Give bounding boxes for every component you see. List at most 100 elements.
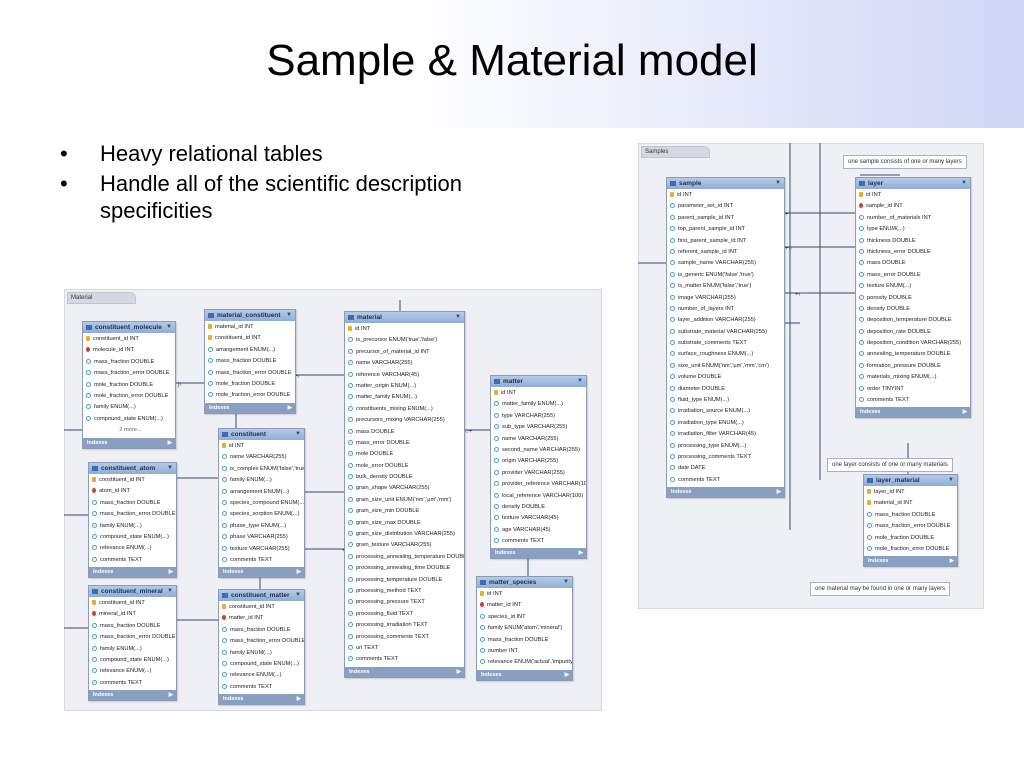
column-icon: [867, 545, 872, 551]
expand-arrow-icon[interactable]: ▶: [168, 692, 173, 699]
indexes-footer[interactable]: Indexes▶: [89, 690, 176, 701]
expand-arrow-icon[interactable]: ▶: [776, 489, 781, 496]
cardinality-mark: +○: [785, 246, 793, 252]
table-column-row: mass_fraction_error DOUBLE: [83, 368, 175, 379]
table-header[interactable]: matter_species▼: [477, 577, 572, 588]
table-header[interactable]: layer_material▼: [864, 475, 957, 486]
column-icon: [859, 317, 864, 323]
table-header[interactable]: constituent▼: [219, 429, 304, 440]
cardinality-mark: ○+: [465, 429, 473, 435]
collapse-arrow-icon[interactable]: ▼: [167, 588, 173, 594]
collapse-arrow-icon[interactable]: ▼: [563, 579, 569, 585]
expand-arrow-icon[interactable]: ▶: [578, 550, 583, 557]
indexes-footer[interactable]: Indexes▶: [205, 402, 295, 413]
table-header[interactable]: constituent_mineral▼: [89, 586, 176, 597]
indexes-footer[interactable]: Indexes▶: [219, 694, 304, 705]
collapse-arrow-icon[interactable]: ▼: [775, 180, 781, 186]
table-column-row: mass_fraction DOUBLE: [83, 357, 175, 368]
indexes-footer[interactable]: Indexes▶: [345, 666, 464, 677]
collapse-arrow-icon[interactable]: ▼: [455, 314, 461, 320]
column-icon: [859, 260, 864, 266]
column-icon: [494, 515, 499, 521]
expand-arrow-icon[interactable]: ▶: [168, 569, 173, 576]
table-column-row: top_parent_sample_id INT: [667, 224, 784, 235]
collapse-arrow-icon[interactable]: ▼: [577, 378, 583, 384]
expand-arrow-icon[interactable]: ▶: [287, 404, 292, 411]
table-name: constituent_atom: [101, 465, 156, 472]
table-column-row: layer_addition VARCHAR(255): [667, 315, 784, 326]
table-column-row: processing_comments TEXT: [345, 632, 464, 643]
table-column-row: mass_fraction DOUBLE: [89, 621, 176, 632]
table-header[interactable]: matter▼: [491, 376, 586, 387]
column-icon: [92, 634, 97, 640]
table-header[interactable]: constituent_atom ▼: [89, 463, 176, 474]
collapse-arrow-icon[interactable]: ▼: [295, 431, 301, 437]
table-column-row: species_id INT: [477, 612, 572, 623]
collapse-arrow-icon[interactable]: ▼: [948, 477, 954, 483]
column-icon: [222, 465, 227, 471]
table-header[interactable]: layer▼: [856, 178, 970, 189]
column-icon: [859, 328, 864, 334]
indexes-footer[interactable]: Indexes▶: [89, 567, 176, 578]
more-columns-label[interactable]: 2 more...: [119, 427, 142, 434]
table-header[interactable]: constituent_molecule▼: [83, 322, 175, 333]
indexes-footer[interactable]: Indexes▶: [83, 437, 175, 448]
collapse-arrow-icon[interactable]: ▼: [295, 592, 301, 598]
expand-arrow-icon[interactable]: ▶: [296, 569, 301, 576]
primary-key-icon: [222, 443, 226, 448]
expand-arrow-icon[interactable]: ▶: [167, 439, 172, 446]
column-icon: [480, 659, 485, 665]
expand-arrow-icon[interactable]: ▶: [456, 668, 461, 675]
table-column-row: deposition_condition VARCHAR(255): [856, 338, 970, 349]
column-icon: [670, 351, 675, 357]
column-icon: [494, 538, 499, 544]
column-icon: [494, 469, 499, 475]
collapse-arrow-icon[interactable]: ▼: [961, 180, 967, 186]
indexes-footer[interactable]: Indexes▶: [667, 487, 784, 498]
indexes-footer[interactable]: Indexes▶: [864, 556, 957, 567]
indexes-footer[interactable]: Indexes▶: [219, 567, 304, 578]
table-header[interactable]: sample▼: [667, 178, 784, 189]
indexes-footer[interactable]: Indexes▶: [491, 548, 586, 559]
table-header[interactable]: material▼: [345, 312, 464, 323]
collapse-arrow-icon[interactable]: ▼: [286, 312, 292, 318]
table-column-row: mass_fraction DOUBLE: [864, 510, 957, 521]
table-column-row: grain_texture VARCHAR(255): [345, 540, 464, 551]
table-column-row: id INT: [345, 324, 464, 335]
indexes-footer[interactable]: Indexes▶: [856, 407, 970, 418]
table-column-row: processing_annealing_temperature DOUBLE: [345, 552, 464, 563]
table-column-row: matter_family ENUM(...): [491, 399, 586, 410]
table-column-row: arrangement ENUM(...): [205, 345, 295, 356]
collapse-arrow-icon[interactable]: ▼: [166, 324, 172, 330]
column-icon: [348, 633, 353, 639]
table-column-row: processing_pressure TEXT: [345, 597, 464, 608]
table-header[interactable]: material_constituent▼: [205, 310, 295, 321]
expand-arrow-icon[interactable]: ▶: [564, 671, 569, 678]
expand-arrow-icon[interactable]: ▶: [296, 696, 301, 703]
column-icon: [348, 610, 353, 616]
table-header[interactable]: constituent_matter▼: [219, 590, 304, 601]
expand-arrow-icon[interactable]: ▶: [949, 558, 954, 565]
collapse-arrow-icon[interactable]: ▼: [167, 465, 173, 471]
primary-key-icon: [494, 390, 498, 395]
table-column-row: referent_sample_id INT: [667, 247, 784, 258]
table-column-row: mass_fraction DOUBLE: [219, 625, 304, 636]
expand-arrow-icon[interactable]: ▶: [962, 409, 967, 416]
primary-key-icon: [859, 192, 863, 197]
column-icon: [348, 462, 353, 468]
indexes-footer[interactable]: Indexes▶: [477, 669, 572, 680]
